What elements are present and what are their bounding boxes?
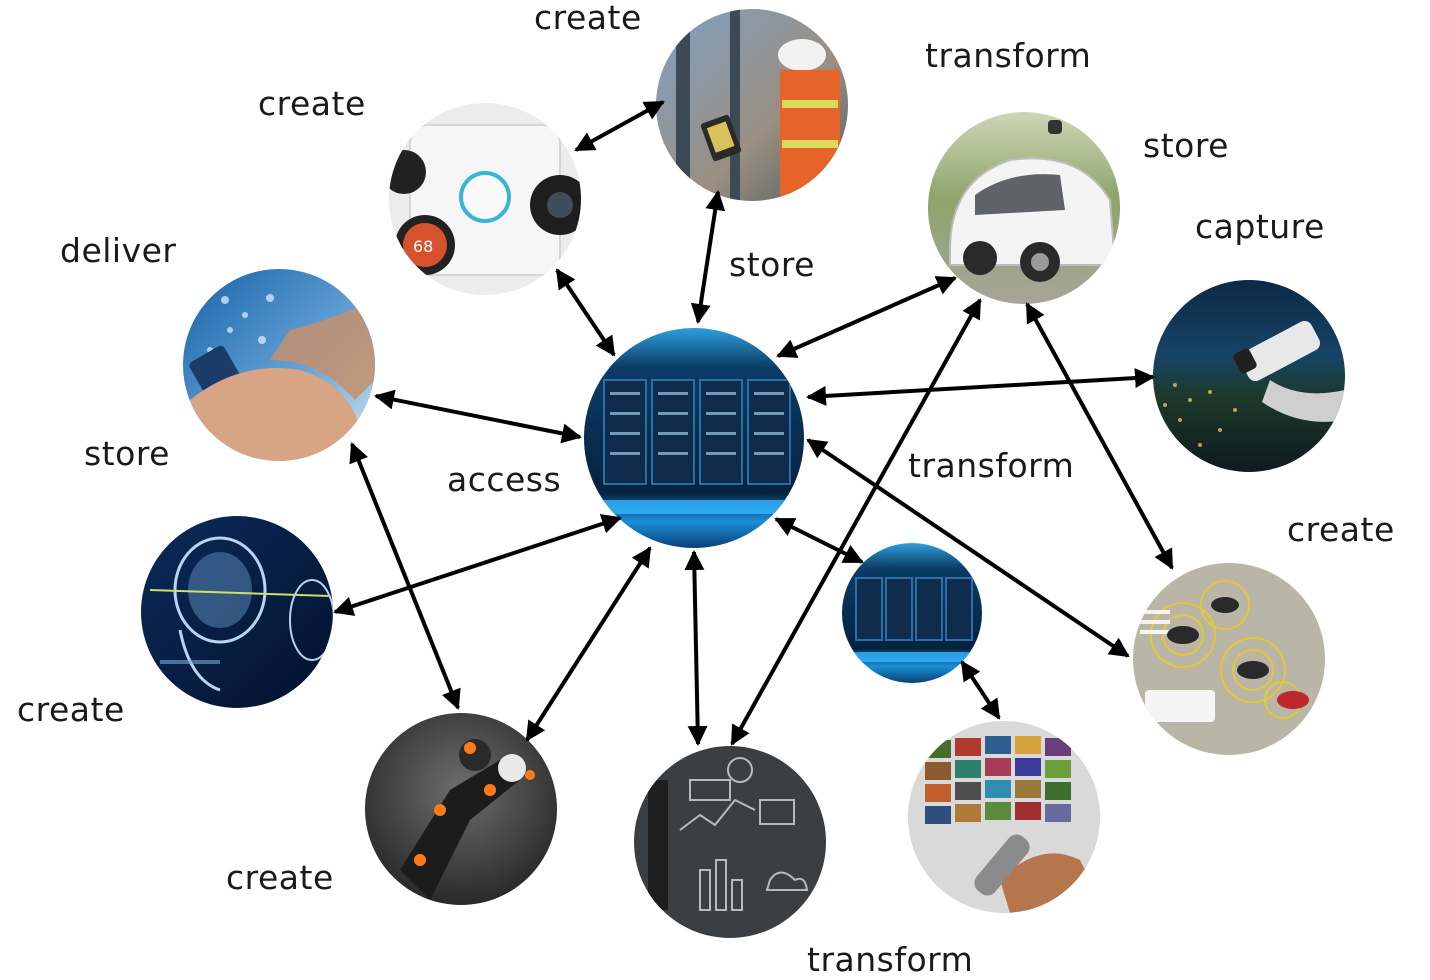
tv-wall-image [908, 721, 1100, 913]
edge-dc-node [842, 543, 982, 683]
self-driving-car-node [928, 112, 1120, 304]
arrow-mobile-athlete [349, 442, 461, 710]
arrow-center-cctv [806, 368, 1155, 406]
arrow-center-field-worker [690, 190, 726, 324]
label-store-vertical: store [729, 245, 815, 284]
label-mobile: deliver [60, 231, 177, 270]
label-cctv: capture [1195, 207, 1325, 246]
connected-cars-image [1133, 563, 1325, 755]
mri-brain-image [141, 516, 333, 708]
label-transform-middle: transform [908, 446, 1074, 485]
mobile-node [183, 269, 375, 461]
label-self-driving: store [1143, 126, 1229, 165]
label-field-worker: create [534, 0, 642, 37]
arrow-center-mri [333, 514, 622, 616]
edge-server-room-image [842, 543, 982, 683]
field-worker-image [656, 9, 848, 201]
arrow-center-self-driving [776, 276, 957, 358]
mobile-apps-image [183, 269, 375, 461]
arrow-smart-home-field-worker [574, 100, 665, 152]
arrow-center-mobile [374, 389, 582, 444]
server-room-image [584, 328, 804, 548]
smart-home-node: 68 [389, 103, 581, 295]
security-camera-image [1153, 280, 1345, 472]
arrow-self-driving-analytics [730, 298, 982, 746]
athlete-node [365, 713, 557, 905]
label-traffic: create [1287, 510, 1395, 549]
traffic-node [1133, 563, 1325, 755]
label-athlete: create [226, 858, 334, 897]
label-store-left: store [84, 434, 170, 473]
label-analytics: transform [807, 940, 973, 979]
cctv-node [1153, 280, 1345, 472]
svg-text:68: 68 [413, 237, 433, 256]
arrow-center-athlete [525, 546, 652, 742]
label-transform-top: transform [925, 36, 1091, 75]
connector-arrows [333, 100, 1174, 746]
arrow-edge-dc-video-wall [960, 660, 1001, 720]
label-mri: create [17, 690, 125, 729]
field-worker-node [656, 9, 848, 201]
analytics-node [634, 746, 826, 938]
self-driving-car-image [928, 112, 1120, 304]
label-center-access: access [447, 460, 561, 499]
chalkboard-image [634, 746, 826, 938]
smart-home-image: 68 [389, 103, 581, 295]
athlete-image [365, 713, 557, 905]
video-wall-node [908, 721, 1100, 913]
arrow-center-edge-dc [774, 517, 864, 564]
arrow-center-smart-home [555, 268, 616, 357]
center-node [584, 328, 804, 548]
label-smart-home: create [258, 84, 366, 123]
mri-node [141, 516, 333, 708]
labels: access create create transform store cap… [17, 0, 1395, 979]
arrow-center-analytics [684, 550, 708, 746]
arrow-self-driving-traffic [1025, 302, 1174, 570]
